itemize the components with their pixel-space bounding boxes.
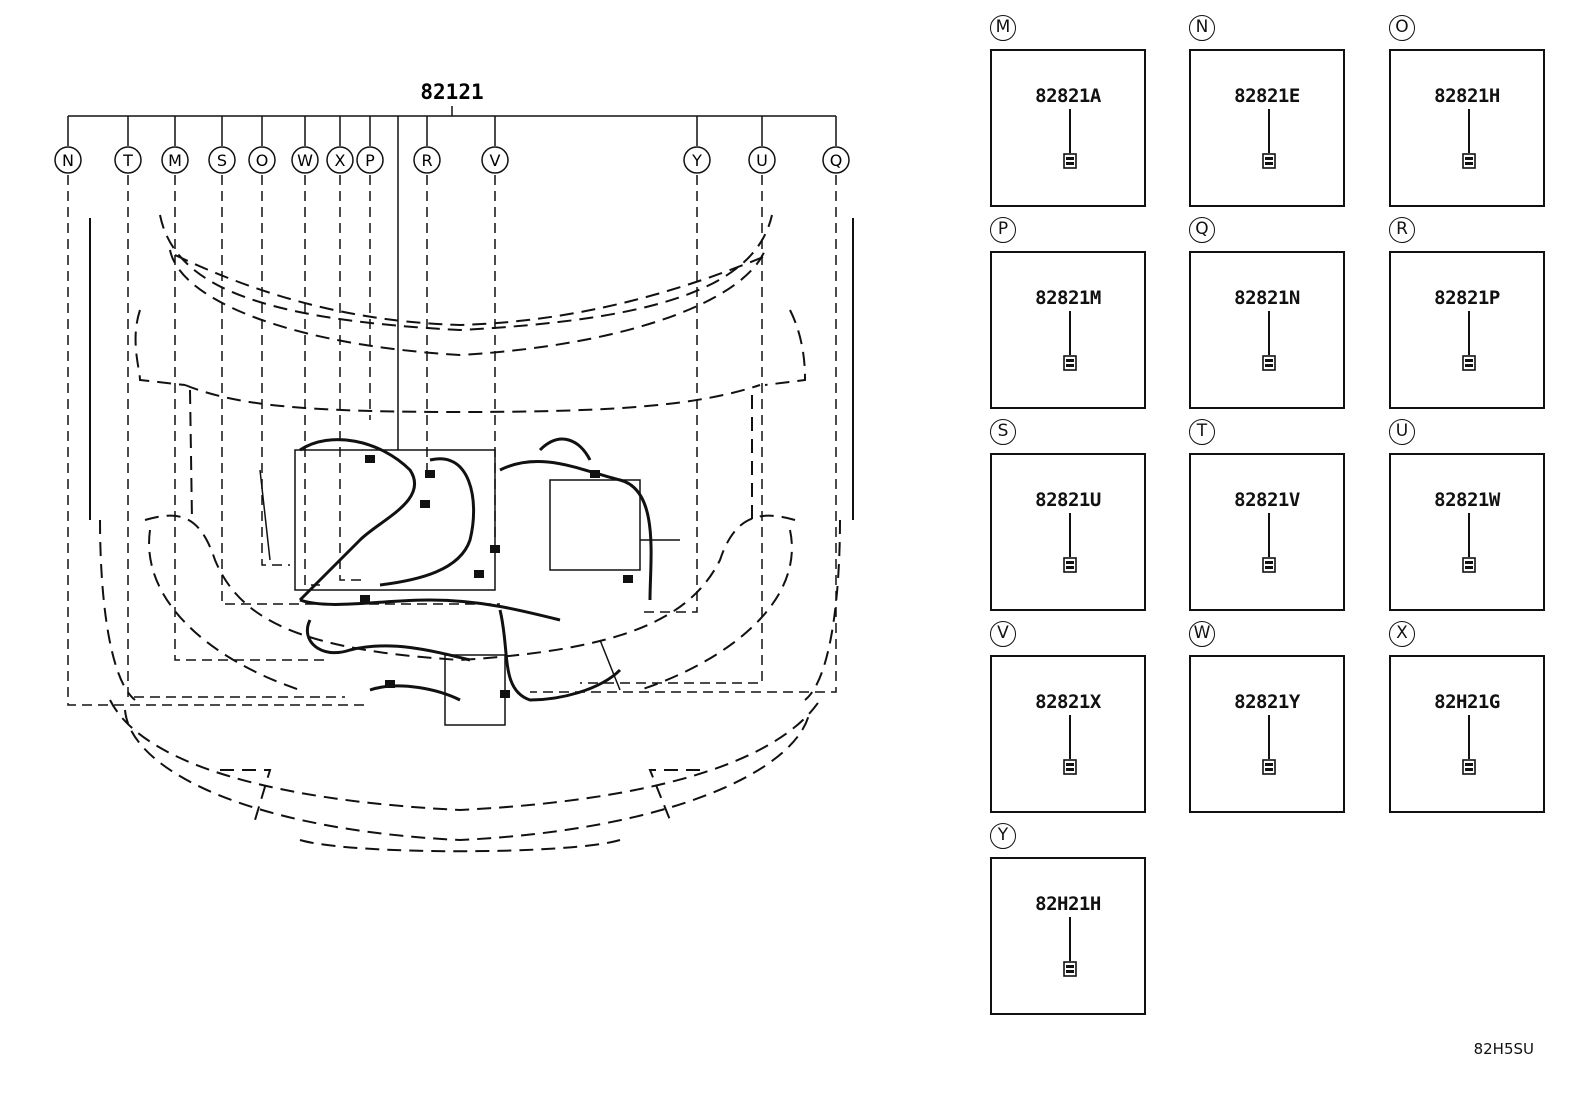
callout-r: R [413,116,441,174]
callout-p: P [356,116,384,174]
callout-label: T [122,151,133,170]
callout-m: M [161,116,189,174]
callout-label: Y [691,151,702,170]
callout-label: M [168,151,182,170]
callout-w: W [291,116,319,174]
wire-harness [298,437,653,702]
callout-x: X [326,116,354,174]
callout-label: Q [830,151,843,170]
wire-harness-detail [259,449,680,726]
callout-v: V [481,116,509,174]
callout-bracket [68,106,836,450]
callout-leaders [67,175,837,706]
callout-label: N [62,151,74,170]
callout-t: T [114,116,142,174]
callout-y: Y [683,116,711,174]
callout-label: V [490,151,501,170]
callout-label: S [217,151,227,170]
callout-label: W [297,151,313,170]
callout-s: S [208,116,236,174]
callout-label: U [756,151,768,170]
callout-label: O [256,151,269,170]
callout-label: P [365,151,375,170]
main-part-number: 82121 [420,80,483,104]
callout-n: N [54,116,82,174]
callout-q: Q [822,116,850,174]
harness-connectors [360,455,633,698]
vehicle-side-lines [89,218,854,520]
reference-code: 82H5SU [1473,1040,1534,1058]
callout-o: O [248,116,276,174]
callout-label: X [335,151,346,170]
callout-label: R [421,151,432,170]
callout-u: U [748,116,776,174]
